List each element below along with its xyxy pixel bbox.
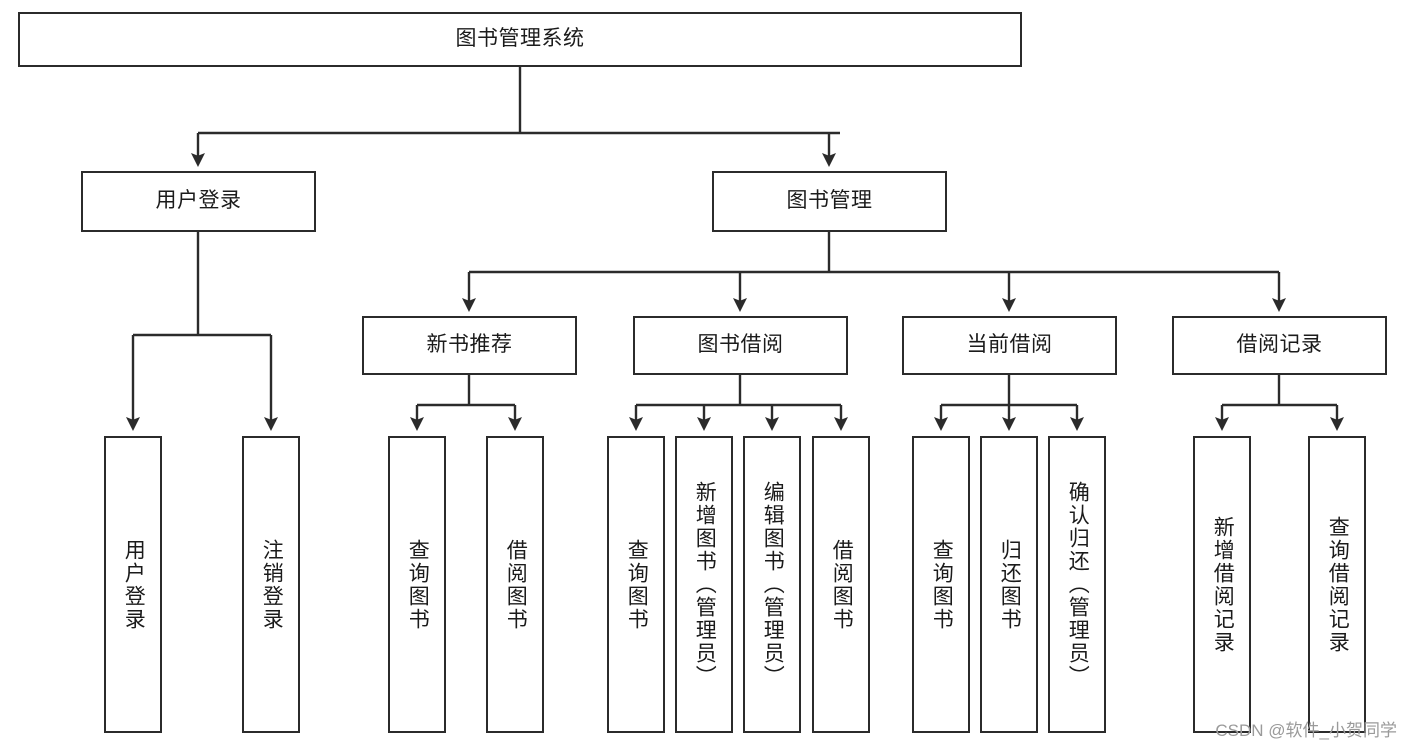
node-book-borrow[interactable]: 图书借阅	[633, 316, 848, 375]
leaf-borrow-add-book-label: 新增图书（管理员）	[693, 481, 717, 688]
leaf-current-return-book[interactable]: 归还图书	[980, 436, 1038, 733]
leaf-borrow-query-book[interactable]: 查询图书	[607, 436, 665, 733]
node-user-login[interactable]: 用户登录	[81, 171, 316, 232]
leaf-recommend-borrow-book-label: 借阅图书	[504, 538, 528, 631]
node-new-book-recommend-label: 新书推荐	[426, 333, 513, 357]
leaf-current-query-book-label: 查询图书	[930, 538, 954, 631]
node-user-login-label: 用户登录	[155, 189, 242, 213]
leaf-recommend-borrow-book[interactable]: 借阅图书	[486, 436, 544, 733]
leaf-record-query-record-label: 查询借阅记录	[1326, 515, 1350, 654]
node-current-borrow[interactable]: 当前借阅	[902, 316, 1117, 375]
leaf-borrow-edit-book-label: 编辑图书（管理员）	[761, 481, 785, 688]
node-borrow-record-label: 借阅记录	[1236, 333, 1323, 357]
csdn-watermark: CSDN @软件_小贺同学	[1215, 721, 1397, 740]
leaf-record-add-record-label: 新增借阅记录	[1211, 515, 1235, 654]
leaf-user-login-login[interactable]: 用户登录	[104, 436, 162, 733]
node-book-management[interactable]: 图书管理	[712, 171, 947, 232]
leaf-borrow-add-book[interactable]: 新增图书（管理员）	[675, 436, 733, 733]
leaf-user-login-logout-label: 注销登录	[260, 538, 284, 631]
node-book-borrow-label: 图书借阅	[697, 333, 784, 357]
node-borrow-record[interactable]: 借阅记录	[1172, 316, 1387, 375]
leaf-recommend-query-book[interactable]: 查询图书	[388, 436, 446, 733]
leaf-user-login-logout[interactable]: 注销登录	[242, 436, 300, 733]
leaf-current-confirm-return[interactable]: 确认归还（管理员）	[1048, 436, 1106, 733]
node-book-management-label: 图书管理	[786, 189, 873, 213]
leaf-current-query-book[interactable]: 查询图书	[912, 436, 970, 733]
leaf-current-confirm-return-label: 确认归还（管理员）	[1066, 481, 1090, 688]
node-root-system[interactable]: 图书管理系统	[18, 12, 1022, 67]
leaf-borrow-edit-book[interactable]: 编辑图书（管理员）	[743, 436, 801, 733]
node-current-borrow-label: 当前借阅	[966, 333, 1053, 357]
leaf-borrow-borrow-book-label: 借阅图书	[830, 538, 854, 631]
leaf-record-query-record[interactable]: 查询借阅记录	[1308, 436, 1366, 733]
leaf-borrow-borrow-book[interactable]: 借阅图书	[812, 436, 870, 733]
node-root-system-label: 图书管理系统	[455, 27, 585, 51]
node-new-book-recommend[interactable]: 新书推荐	[362, 316, 577, 375]
leaf-current-return-book-label: 归还图书	[998, 538, 1022, 631]
leaf-record-add-record[interactable]: 新增借阅记录	[1193, 436, 1251, 733]
leaf-recommend-query-book-label: 查询图书	[406, 538, 430, 631]
leaf-borrow-query-book-label: 查询图书	[625, 538, 649, 631]
leaf-user-login-login-label: 用户登录	[122, 538, 146, 631]
